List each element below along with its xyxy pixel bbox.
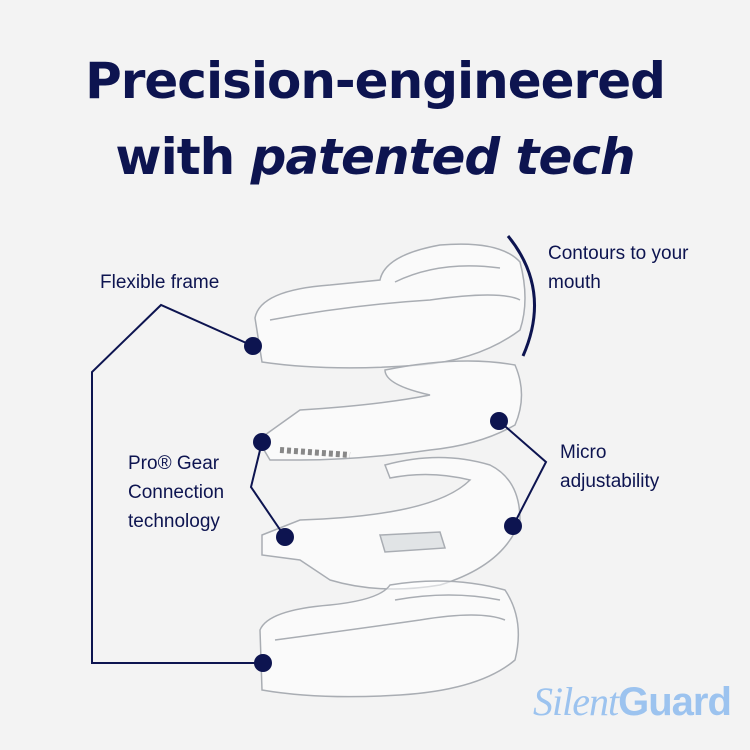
contours-arc (506, 235, 536, 357)
label-micro-line: adjustability (560, 471, 660, 492)
label-contours-line: Contours to your (548, 243, 689, 264)
label-pro-gear-line: technology (128, 511, 220, 532)
label-pro-gear-line: Pro® Gear (128, 453, 220, 474)
top-tray (254, 243, 526, 369)
dot-pro-gear-upper (253, 433, 271, 451)
dot-micro-lower (504, 517, 522, 535)
callout-dots (244, 337, 522, 672)
leader-lines (91, 235, 548, 664)
dot-flexible-frame-bottom (254, 654, 272, 672)
lower-plate (261, 456, 521, 590)
label-contours-line: mouth (548, 272, 601, 293)
label-micro: Micro adjustability (560, 438, 659, 496)
headline-line-2: with patented tech (0, 128, 750, 186)
label-micro-line: Micro (560, 442, 607, 463)
label-flexible-frame: Flexible frame (100, 272, 220, 293)
headline-line-1: Precision-engineered (85, 52, 666, 110)
brand-logo-guard: Guard (618, 680, 732, 724)
headline-plain: with (115, 128, 251, 186)
bottom-tray (259, 580, 520, 698)
brand-logo: SilentGuard (533, 678, 732, 725)
dot-flexible-frame (244, 337, 262, 355)
brand-logo-silent: Silent (533, 679, 619, 724)
dot-micro-upper (490, 412, 508, 430)
label-pro-gear-line: Connection (128, 482, 225, 503)
micro-leader (498, 420, 548, 527)
dot-pro-gear-lower (276, 528, 294, 546)
headline-italic: patented tech (250, 128, 636, 186)
label-contours: Contours to your mouth (548, 239, 688, 297)
upper-plate (257, 360, 523, 461)
mouthguard-exploded-view (254, 243, 526, 698)
flexible-frame-leader (91, 303, 263, 664)
pro-gear-leader (249, 441, 286, 538)
label-pro-gear: Pro® Gear Connection technology (128, 449, 224, 536)
